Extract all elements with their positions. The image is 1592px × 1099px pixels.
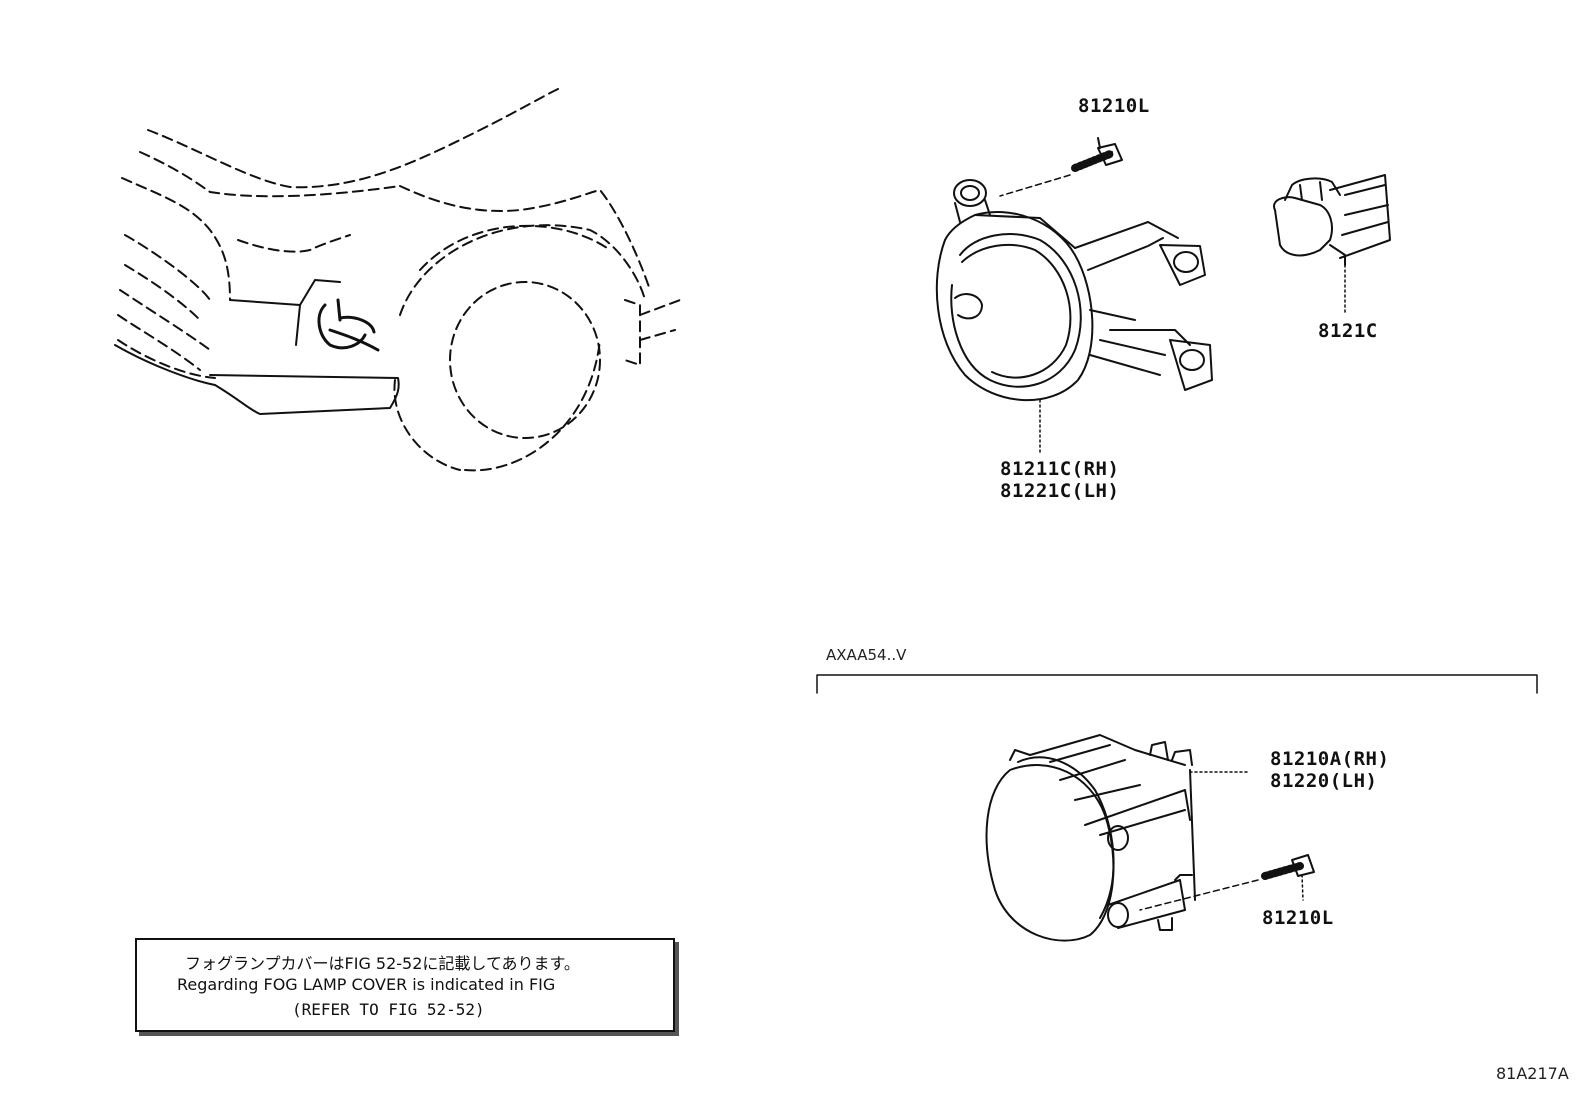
- fog-lamp-lower-drawing: [985, 734, 1249, 942]
- variant-label: AXAA54..V: [826, 646, 907, 664]
- callout-bulb: 8121C: [1318, 320, 1378, 342]
- callout-bolt-bottom: 81210L: [1262, 907, 1334, 929]
- note-box: フォグランプカバーはFIG 52-52に記載してあります。 Regarding …: [135, 938, 675, 1032]
- note-line-en: Regarding FOG LAMP COVER is indicated in…: [177, 975, 556, 994]
- fog-lamp-upper-drawing: [935, 179, 1213, 456]
- note-line-ref: (REFER TO FIG 52-52): [292, 1000, 485, 1019]
- callout-bolt-top: 81210L: [1078, 95, 1150, 117]
- callout-lamp-bottom-rh: 81210A(RH): [1270, 748, 1390, 770]
- variant-bracket: [816, 674, 1538, 694]
- note-line-jp: フォグランプカバーはFIG 52-52に記載してあります。: [185, 954, 580, 973]
- callout-lamp-top-lh: 81221C(LH): [1000, 480, 1120, 502]
- callout-lamp-top-rh: 81211C(RH): [1000, 458, 1120, 480]
- bulb-socket-drawing: [1273, 174, 1391, 316]
- bolt-top-drawing: [999, 137, 1123, 197]
- bolt-bottom-drawing: [1139, 854, 1315, 911]
- fog-lamp-position-marker: [317, 298, 380, 352]
- callout-lamp-bottom-lh: 81220(LH): [1270, 770, 1378, 792]
- front-bumper-outline: [114, 279, 400, 415]
- vehicle-front-illustration: [117, 87, 681, 472]
- figure-code: 81A217A: [1496, 1064, 1569, 1083]
